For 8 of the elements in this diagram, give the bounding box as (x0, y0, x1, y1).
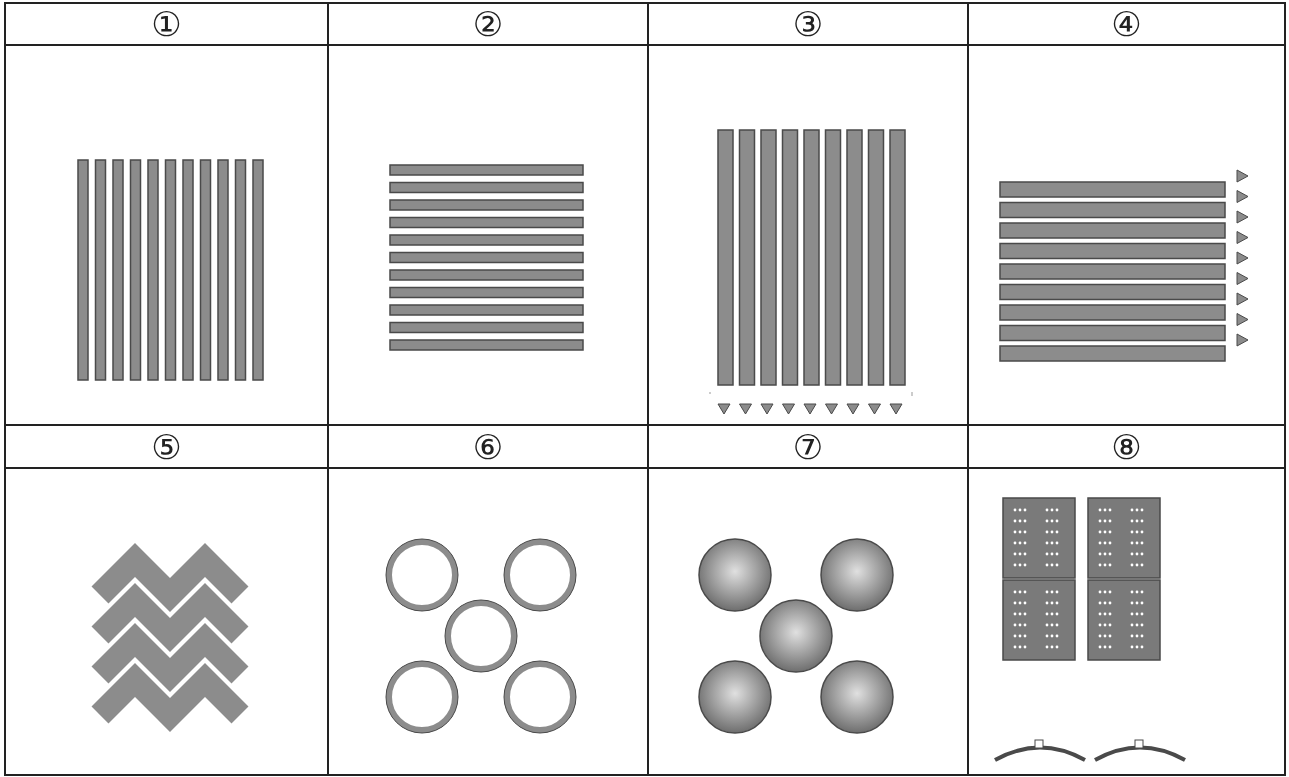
panel-number: ② (472, 7, 504, 41)
panel-number: ⑦ (792, 429, 824, 464)
panel-number: ⑥ (472, 429, 504, 464)
panel-number: ① (151, 7, 182, 41)
panel-number: ③ (792, 7, 824, 41)
panel-number: ⑧ (1111, 429, 1142, 464)
panel-number: ④ (1111, 7, 1142, 41)
panel-number: ⑤ (151, 429, 182, 464)
